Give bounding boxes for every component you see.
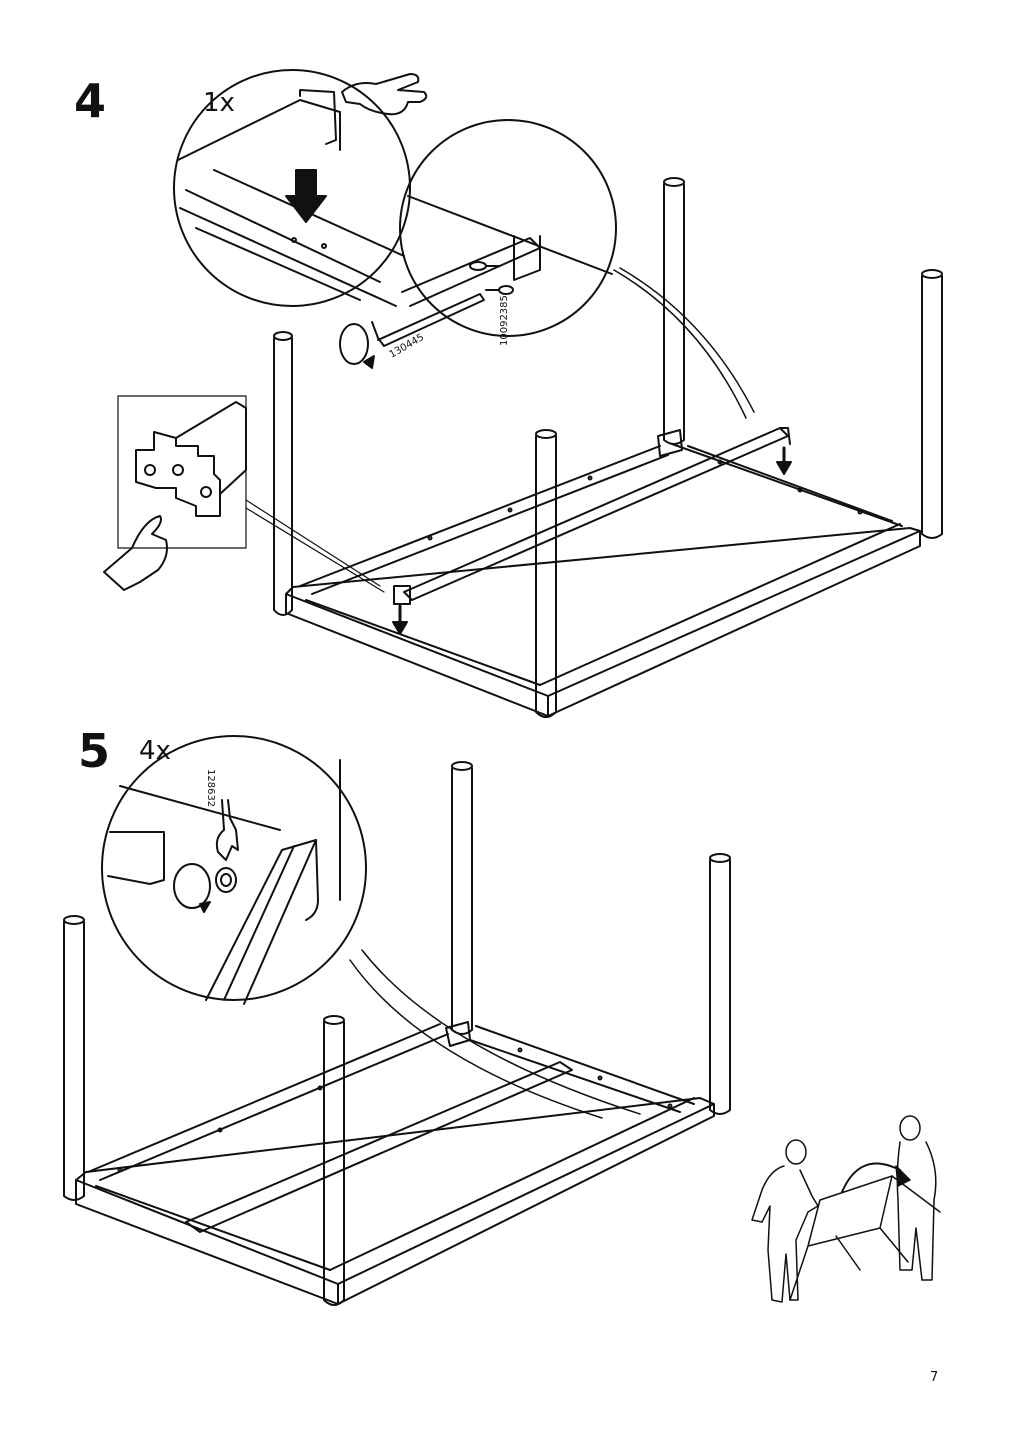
step-5-zoom-detail-bolt — [102, 736, 640, 1118]
step-4-table-frame — [274, 178, 942, 717]
page-number: 7 — [930, 1370, 939, 1385]
step-4-zoom-detail-rail — [174, 70, 426, 306]
people-flipping-table — [752, 1116, 940, 1302]
allen-key-icon — [340, 294, 484, 368]
step-5-number: 5 — [78, 724, 111, 778]
step-4-inset-bracket — [104, 396, 384, 592]
step-4-zoom-detail-fastener — [400, 120, 754, 418]
step-5-quantity: 4x — [139, 736, 171, 766]
step-5-table-frame — [64, 762, 730, 1305]
step-4-number: 4 — [74, 74, 107, 128]
